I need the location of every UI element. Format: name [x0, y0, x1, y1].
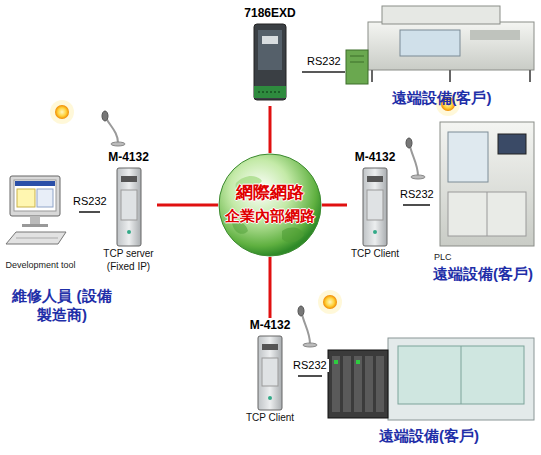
edge-label-holder: RS232 — [398, 188, 436, 201]
serial-server-unit — [258, 336, 282, 410]
serial-cable — [79, 211, 100, 213]
network-link — [269, 257, 272, 318]
controller-box: 7186EXD — [238, 6, 302, 106]
microphone — [298, 306, 317, 347]
label-holder: 維修人員 (設備製造商) — [12, 286, 112, 324]
network-link — [269, 106, 272, 153]
node-text: Development tool — [5, 260, 75, 271]
signal-label: RS232 — [71, 195, 109, 208]
node-text: 企業內部網路 — [225, 207, 315, 225]
network-globe: 網際網路企業內部網路 — [218, 153, 322, 257]
node-text: 7186EXD — [244, 6, 295, 20]
remote-equipment: 遠端設備(客戶) — [345, 2, 538, 114]
serial-server: M-4132TCP server(Fixed IP) — [100, 150, 157, 276]
computer — [6, 176, 66, 244]
edge-label-holder: RS232 — [71, 195, 109, 208]
node-text: TCP Client — [246, 412, 294, 424]
microphone — [406, 138, 425, 179]
globe-shape — [218, 153, 322, 257]
node-text: (Fixed IP) — [107, 261, 150, 273]
remote-equipment: PLC遠端設備(客戶) — [430, 118, 536, 288]
packaging-machine — [440, 122, 534, 246]
node-text: 網際網路 — [236, 183, 304, 203]
node-text: PLC — [434, 252, 452, 263]
serial-cable — [298, 375, 322, 377]
caption-label: 維修人員 (設備製造商) — [12, 286, 112, 324]
serial-cable — [302, 71, 345, 73]
signal-label: RS232 — [398, 188, 436, 201]
serial-server-unit — [363, 168, 387, 246]
serial-server: M-4132TCP Client — [347, 150, 403, 262]
signal-label: RS232 — [291, 359, 329, 372]
node-text: TCP Client — [351, 248, 399, 260]
dev-computer: Development tool — [2, 172, 79, 273]
node-text: M-4132 — [250, 318, 291, 332]
controller-module — [254, 24, 286, 100]
serial-server-unit — [117, 168, 141, 246]
network-link — [322, 204, 347, 207]
edge-label-holder: RS232 — [305, 55, 343, 68]
node-text: 遠端設備(客戶) — [379, 426, 479, 445]
coating-machine — [346, 6, 534, 84]
remote-equipment: 遠端設備(客戶) — [322, 330, 536, 450]
node-text: TCP server — [103, 248, 153, 260]
microphone — [102, 111, 125, 146]
alert-lamp — [318, 290, 342, 314]
serial-cable — [403, 204, 430, 206]
signal-label: RS232 — [305, 55, 343, 68]
edge-label-holder: RS232 — [291, 359, 329, 372]
alert-lamp — [50, 100, 74, 124]
network-link — [157, 204, 218, 207]
node-text: M-4132 — [108, 150, 149, 164]
node-text: M-4132 — [355, 150, 396, 164]
node-text: 遠端設備(客戶) — [392, 88, 492, 107]
node-text: 遠端設備(客戶) — [433, 264, 533, 283]
plc-rack-machine — [328, 338, 534, 420]
serial-server: M-4132TCP Client — [242, 318, 298, 428]
